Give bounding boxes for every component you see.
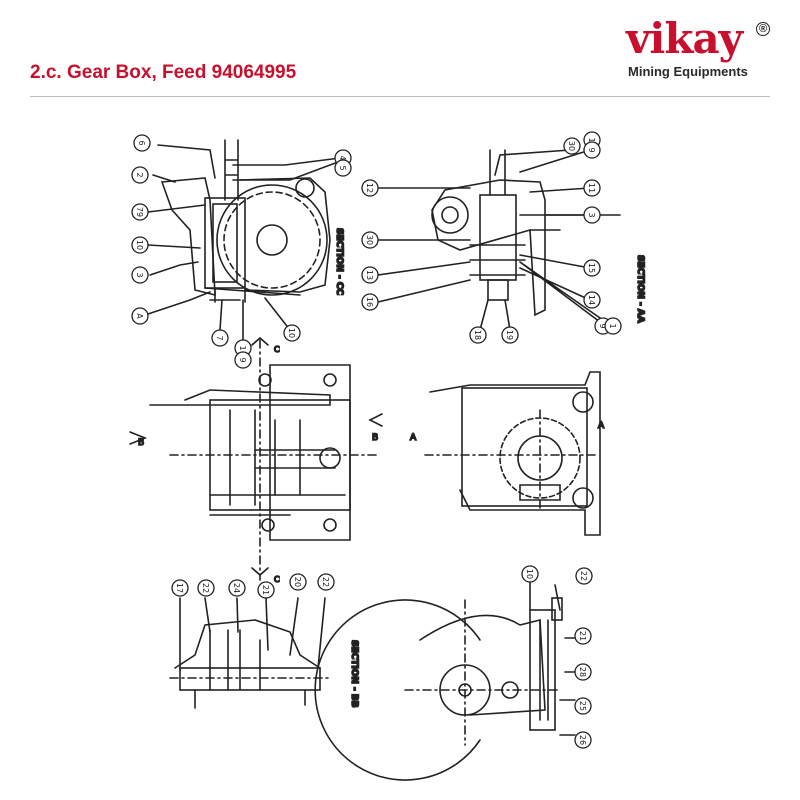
- balloon-label: 16: [365, 297, 374, 307]
- balloon-label: 1: [608, 323, 617, 328]
- balloon-label: 9: [587, 147, 596, 152]
- view-marker-a-right: A: [598, 421, 605, 431]
- balloon-aa-16: 16: [361, 293, 379, 311]
- balloon-cc-5: 5: [334, 159, 352, 177]
- balloon-aa-1: 1: [604, 317, 622, 335]
- balloon-cc-10: 10: [283, 324, 301, 342]
- balloon-label: 9: [238, 357, 247, 362]
- balloon-label: 1: [238, 345, 247, 350]
- balloon-label: 21: [578, 631, 587, 641]
- balloon-aa-9: 9: [583, 141, 601, 159]
- balloon-aa-11: 11: [583, 179, 601, 197]
- balloon-bb-24: 24: [228, 579, 246, 597]
- page-title: 2.c. Gear Box, Feed 94064995: [30, 62, 297, 83]
- top-view: [129, 336, 383, 581]
- balloon-label: 25: [578, 701, 587, 711]
- balloon-bb-20: 20: [289, 573, 307, 591]
- balloon-aa-19: 19: [501, 326, 519, 344]
- balloon-label: 26: [578, 735, 587, 745]
- balloon-label: 19: [505, 330, 514, 340]
- view-marker-c-bottom: C: [274, 575, 280, 584]
- balloon-aa-18: 18: [469, 326, 487, 344]
- section-cc-view: [144, 139, 341, 341]
- balloon-label: 9: [598, 323, 607, 328]
- balloon-side-26: 26: [574, 731, 592, 749]
- balloon-side-25: 25: [574, 697, 592, 715]
- side-detail-view: [314, 579, 576, 781]
- balloon-cc-10: 10: [131, 236, 149, 254]
- view-marker-b-left: B: [138, 438, 144, 448]
- balloon-label: 10: [525, 569, 534, 579]
- balloon-label: 22: [321, 577, 330, 587]
- section-aa-label: SECTION - AA: [635, 255, 645, 323]
- balloon-label: 24: [232, 583, 241, 593]
- balloon-label: 1: [587, 137, 596, 142]
- balloon-label: 6: [137, 140, 146, 145]
- balloon-aa-15: 15: [583, 259, 601, 277]
- balloon-label: 4: [338, 155, 347, 160]
- balloon-side-28: 28: [574, 663, 592, 681]
- section-bb-view: [169, 597, 331, 709]
- balloon-label: 7: [215, 335, 224, 340]
- balloon-bb-22: 22: [197, 579, 215, 597]
- balloon-label: 18: [473, 330, 482, 340]
- balloon-cc-3: 3: [131, 266, 149, 284]
- balloon-aa-3: 3: [583, 206, 601, 224]
- balloon-bb-17: 17: [171, 579, 189, 597]
- section-cc-label: SECTION - CC: [334, 228, 344, 296]
- registered-mark: ®: [756, 22, 770, 36]
- balloon-label: 3: [587, 212, 596, 217]
- view-marker-c-top: C: [274, 345, 280, 354]
- view-marker-a-left: A: [410, 433, 417, 443]
- header-divider: [30, 96, 770, 97]
- balloon-label: 20: [293, 577, 302, 587]
- balloon-bb-21: 21: [257, 581, 275, 599]
- balloon-aa-12: 12: [361, 179, 379, 197]
- balloon-bb-22: 22: [317, 573, 335, 591]
- balloon-label: 11: [587, 183, 596, 193]
- balloon-label: 28: [578, 667, 587, 677]
- balloon-label: 30: [365, 235, 374, 245]
- balloon-side-21: 21: [574, 627, 592, 645]
- balloon-label: 22: [201, 583, 210, 593]
- balloon-label: 79: [135, 207, 144, 217]
- balloon-cc-A: A: [131, 307, 149, 325]
- balloon-label: 13: [365, 270, 374, 280]
- logo-tagline: Mining Equipments: [628, 64, 748, 79]
- balloon-label: 2: [135, 172, 144, 177]
- balloon-label: 15: [587, 263, 596, 273]
- balloon-side-22: 22: [575, 567, 593, 585]
- balloon-aa-30: 30: [563, 137, 581, 155]
- balloon-label: 17: [175, 583, 184, 593]
- balloon-label: 10: [287, 328, 296, 338]
- front-view: [424, 371, 601, 536]
- balloon-aa-14: 14: [583, 291, 601, 309]
- view-marker-b-right: B: [372, 433, 378, 443]
- balloon-cc-6: 6: [133, 134, 151, 152]
- balloon-aa-30: 30: [361, 231, 379, 249]
- balloon-label: 22: [579, 571, 588, 581]
- balloon-label: A: [135, 313, 144, 319]
- balloon-label: 14: [587, 295, 596, 305]
- vikay-logo: vikay ® Mining Equipments: [626, 14, 776, 82]
- balloon-side-10: 10: [521, 565, 539, 583]
- balloon-aa-13: 13: [361, 266, 379, 284]
- balloon-cc-2: 2: [131, 166, 149, 184]
- balloon-cc-9: 9: [234, 351, 252, 369]
- logo-wordmark: vikay: [626, 14, 743, 63]
- balloon-label: 3: [135, 272, 144, 277]
- balloon-label: 10: [135, 240, 144, 250]
- section-aa-view: [374, 149, 621, 331]
- balloon-label: 30: [567, 141, 576, 151]
- balloon-cc-7: 7: [211, 329, 229, 347]
- balloon-label: 5: [338, 165, 347, 170]
- balloon-label: 21: [261, 585, 270, 595]
- section-bb-label: SECTION - BB: [349, 640, 359, 708]
- balloon-label: 12: [365, 183, 374, 193]
- balloon-cc-79: 79: [131, 203, 149, 221]
